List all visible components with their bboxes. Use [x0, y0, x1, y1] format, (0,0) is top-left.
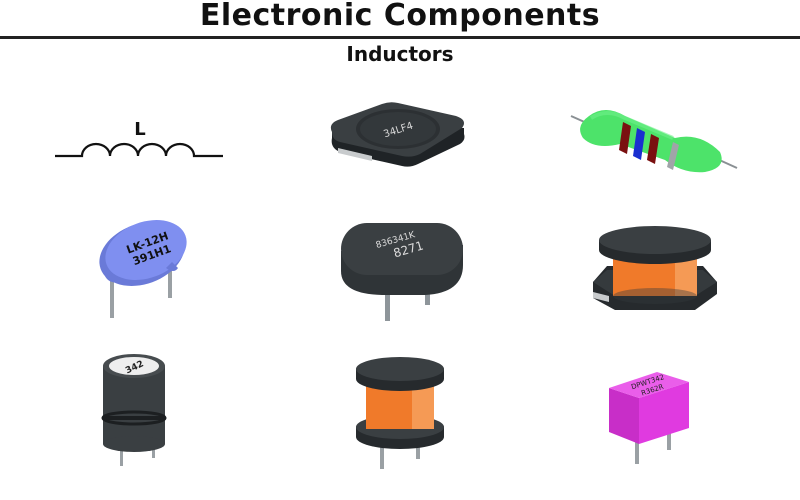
cube-inductor-icon: DPWT342 R362R — [609, 372, 689, 464]
page-subtitle: Inductors — [346, 42, 454, 66]
shielded-radial-inductor: 342 — [100, 350, 170, 470]
header-divider — [0, 36, 800, 39]
smd-power-inductor-icon — [593, 226, 717, 310]
disc-inductor: LK-12H 391H1 — [88, 212, 198, 324]
cube-inductor: DPWT342 R362R — [605, 362, 695, 467]
inductor-symbol-icon: L — [55, 119, 223, 158]
radial-oval-inductor: 836341K 8271 — [335, 215, 470, 323]
radial-oval-inductor-icon: 836341K 8271 — [341, 223, 463, 321]
disc-inductor-icon: LK-12H 391H1 — [99, 220, 187, 318]
drum-core-inductor — [350, 355, 450, 470]
smd-power-inductor — [585, 222, 725, 312]
smd-square-inductor: 34LF4 — [322, 98, 472, 173]
smd-square-inductor-icon: 34LF4 — [330, 102, 465, 167]
inductor-symbol-label: L — [134, 119, 145, 140]
shielded-radial-inductor-icon: 342 — [101, 354, 167, 466]
page-title: Electronic Components — [199, 0, 601, 33]
color-band-inductor-icon — [570, 110, 738, 173]
color-band-inductor — [565, 102, 745, 177]
inductor-symbol: L — [50, 112, 230, 172]
drum-core-inductor-icon — [356, 357, 444, 469]
